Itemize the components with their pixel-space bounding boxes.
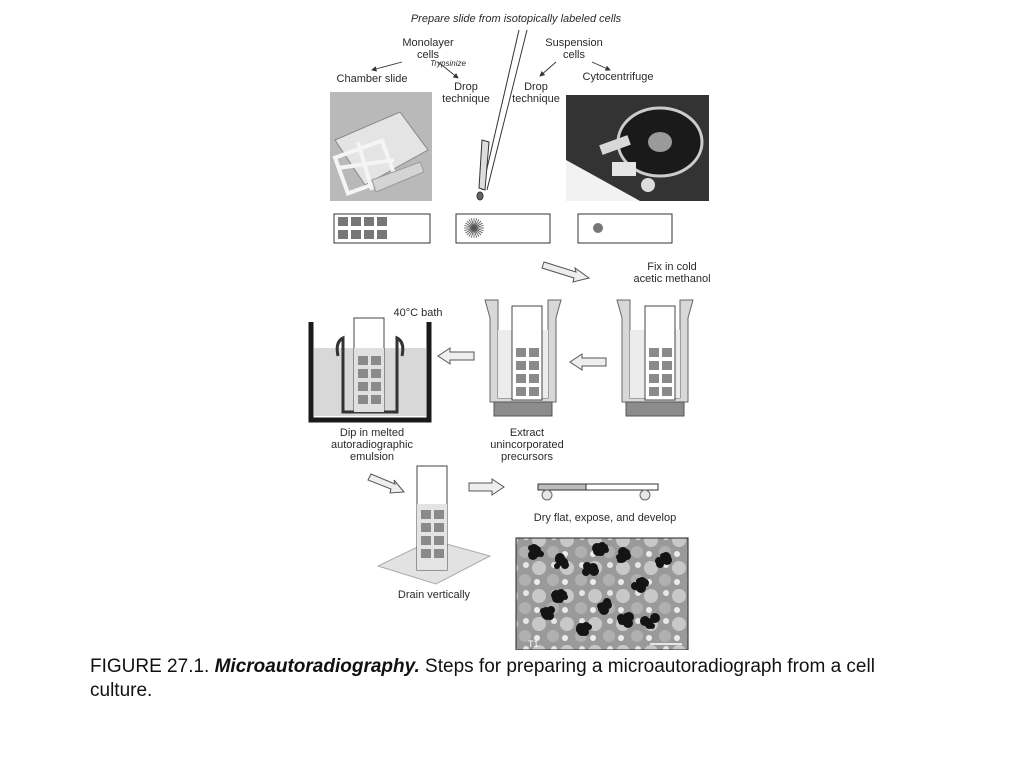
extraction-jar (484, 299, 562, 417)
dry-flat-slide (537, 483, 659, 501)
silver-grain (617, 614, 625, 622)
silver-grain (650, 613, 660, 623)
suspension-cells-label: cells (563, 49, 586, 61)
suspension-label: Suspension (545, 37, 603, 49)
starburst-ray (473, 227, 484, 231)
arrow-to-dry (468, 478, 505, 496)
caption-title: Microautoradiography. (214, 656, 420, 677)
fixation-jar (616, 299, 694, 417)
silver-grain (586, 624, 592, 630)
starburst-ray (471, 227, 475, 238)
silver-grain (561, 591, 567, 597)
starburst-ray (468, 227, 475, 237)
dip-label: Dip in melted (340, 427, 404, 439)
silver-grain (655, 557, 663, 565)
extract-label: Extract (510, 427, 544, 439)
silver-grain (582, 568, 590, 576)
arrow-to-extract (569, 353, 607, 371)
bath-label: 40°C bath (393, 307, 442, 319)
silver-grain (555, 553, 565, 563)
silver-grain (636, 583, 646, 593)
silver-grain (588, 563, 598, 573)
cytocentrifuge-photo (566, 95, 709, 201)
fix-label: Fix in cold (647, 261, 697, 273)
silver-grain (602, 544, 608, 550)
arrow-to-fix (541, 261, 591, 283)
starburst-ray (473, 227, 483, 234)
starburst-ray (466, 227, 475, 236)
branch-arrows (371, 61, 611, 79)
drop-technique-2-label: Drop (524, 81, 548, 93)
silver-grain (576, 623, 586, 633)
silver-grain (541, 607, 551, 617)
starburst-ray (464, 227, 475, 231)
monolayer-label: Monolayer (402, 37, 454, 49)
starburst-ray (473, 218, 477, 229)
silver-grain (554, 563, 560, 569)
arrow-to-drain (367, 473, 406, 494)
caption-number: FIGURE 27.1. (90, 656, 210, 677)
drain-label: Drain vertically (398, 589, 471, 601)
monolayer-cells-label: cells (417, 49, 440, 61)
starburst-ray (471, 218, 475, 229)
starburst-ray (465, 227, 475, 234)
micrograph-image (515, 537, 689, 650)
silver-grain (592, 543, 602, 553)
silver-grain (644, 618, 652, 626)
fix-label-2: acetic methanol (633, 273, 710, 285)
drop-technique-2-label-2: technique (512, 93, 560, 105)
drop-technique-1-label-2: technique (442, 93, 490, 105)
caption-text: Steps for preparing a microautoradiograp… (90, 656, 875, 701)
slide-chamber (333, 213, 431, 244)
starburst-ray (465, 222, 475, 229)
trypsinize-label: Trypsinize (430, 59, 466, 68)
starburst-ray (464, 225, 475, 229)
micrograph-label: T1 (528, 639, 539, 649)
silver-grain (551, 590, 561, 600)
starburst-ray (473, 227, 482, 236)
emulsion-bath (308, 317, 432, 423)
starburst-ray (466, 220, 475, 229)
dip-label-3: emulsion (350, 451, 394, 463)
starburst-ray (473, 222, 483, 229)
diagram-title: Prepare slide from isotopically labeled … (411, 13, 622, 25)
slide-drop (455, 213, 551, 244)
extract-label-2: unincorporated (490, 439, 563, 451)
silver-grain (598, 602, 608, 612)
silver-grain (528, 550, 538, 560)
pipette-illustration (476, 29, 528, 201)
starburst-ray (473, 220, 482, 229)
chamber-slide-photo (330, 92, 432, 201)
dip-label-2: autoradiographic (331, 439, 413, 451)
slide-cytospin (577, 213, 673, 244)
silver-grain (661, 552, 671, 562)
starburst-ray (468, 219, 475, 229)
extract-label-3: precursors (501, 451, 553, 463)
starburst-ray (473, 225, 484, 229)
starburst-ray (473, 227, 480, 237)
cytocentrifuge-label: Cytocentrifuge (583, 71, 654, 83)
drop-technique-1-label: Drop (454, 81, 478, 93)
arrow-to-bath (437, 347, 475, 365)
starburst-ray (473, 227, 477, 238)
silver-grain (623, 618, 633, 628)
starburst-ray (473, 219, 480, 229)
microautoradiography-diagram: Prepare slide from isotopically labeled … (308, 13, 711, 650)
dry-label: Dry flat, expose, and develop (534, 512, 676, 524)
figure-caption: FIGURE 27.1. Microautoradiography. Steps… (90, 655, 940, 703)
chamber-slide-label: Chamber slide (337, 73, 408, 85)
drain-slide (376, 465, 492, 585)
silver-grain (617, 553, 627, 563)
